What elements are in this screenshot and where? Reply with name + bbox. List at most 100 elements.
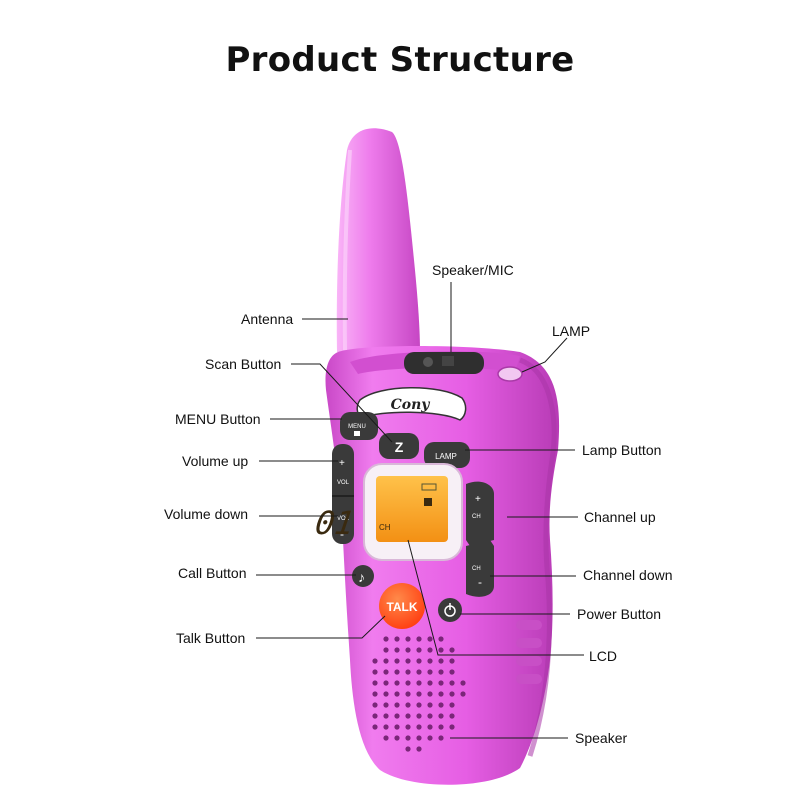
speaker-hole	[416, 658, 422, 664]
speaker-hole	[449, 647, 455, 653]
channel-up-symbol: +	[475, 494, 481, 505]
callout-lcd: LCD	[589, 648, 617, 664]
speaker-hole	[405, 691, 411, 697]
speaker-hole	[438, 702, 444, 708]
speaker-hole	[372, 669, 378, 675]
speaker-hole	[438, 724, 444, 730]
lamp-button[interactable]: LAMP	[424, 442, 470, 468]
speaker-hole	[383, 724, 389, 730]
speaker-hole	[405, 724, 411, 730]
speaker-hole	[449, 680, 455, 686]
speaker-hole	[427, 647, 433, 653]
speaker-hole	[438, 658, 444, 664]
speaker-hole	[405, 669, 411, 675]
channel-down-symbol: -	[478, 575, 482, 589]
speaker-hole	[449, 713, 455, 719]
lamp-button-label: LAMP	[435, 452, 457, 461]
callout-lamp: LAMP	[552, 323, 590, 339]
speaker-hole	[383, 658, 389, 664]
speaker-hole	[449, 691, 455, 697]
speaker-hole	[383, 713, 389, 719]
speaker-hole	[416, 647, 422, 653]
speaker-hole	[405, 746, 411, 752]
lcd-channel-prefix: CH	[379, 523, 391, 532]
channel-down-label: CH	[472, 566, 481, 572]
brand-logo: Cony	[391, 397, 431, 413]
speaker-hole	[427, 724, 433, 730]
call-button[interactable]: ♪	[352, 565, 374, 587]
callout-speaker: Speaker	[575, 730, 627, 746]
speaker-hole	[383, 636, 389, 642]
lcd-channel-number: 01	[313, 504, 357, 542]
speaker-hole	[427, 680, 433, 686]
power-button[interactable]	[438, 598, 462, 622]
speaker-hole	[427, 669, 433, 675]
music-note-icon: ♪	[358, 569, 365, 585]
talk-button[interactable]: TALK	[379, 583, 425, 629]
speaker-hole	[449, 669, 455, 675]
callout-lines	[256, 282, 584, 739]
speaker-hole	[427, 713, 433, 719]
speaker-hole	[427, 691, 433, 697]
speaker-hole	[449, 658, 455, 664]
speaker-hole	[372, 680, 378, 686]
speaker-hole	[372, 713, 378, 719]
speaker-hole	[416, 669, 422, 675]
speaker-hole	[383, 680, 389, 686]
scan-button[interactable]: Z	[379, 433, 419, 459]
antenna	[336, 128, 420, 352]
speaker-hole	[416, 746, 422, 752]
speaker-hole	[449, 702, 455, 708]
page-title: Product Structure	[225, 40, 575, 80]
callout-call-button: Call Button	[178, 565, 246, 581]
speaker-hole	[372, 658, 378, 664]
speaker-hole	[438, 691, 444, 697]
speaker-hole	[405, 713, 411, 719]
speaker-hole	[405, 735, 411, 741]
speaker-hole	[394, 680, 400, 686]
speaker-hole	[405, 647, 411, 653]
callout-speaker-mic: Speaker/MIC	[432, 262, 514, 278]
speaker-hole	[383, 691, 389, 697]
callout-antenna: Antenna	[241, 311, 293, 327]
menu-button[interactable]: MENU	[340, 412, 378, 440]
speaker-hole	[394, 724, 400, 730]
speaker-hole	[416, 735, 422, 741]
speaker-hole	[405, 658, 411, 664]
speaker-hole	[383, 647, 389, 653]
lcd	[376, 476, 448, 542]
channel-rocker[interactable]: + CH CH -	[466, 481, 494, 597]
speaker-hole	[438, 636, 444, 642]
callout-menu-button: MENU Button	[175, 411, 261, 427]
speaker-hole	[394, 691, 400, 697]
speaker-hole	[427, 735, 433, 741]
speaker-hole	[460, 691, 466, 697]
speaker-hole	[394, 658, 400, 664]
speaker-hole	[416, 713, 422, 719]
speaker-hole	[416, 680, 422, 686]
volume-up-label: VOL	[337, 480, 350, 486]
volume-down-label: VOL	[337, 516, 350, 522]
speaker-hole	[427, 636, 433, 642]
callout-scan-button: Scan Button	[205, 356, 281, 372]
speaker-hole	[394, 713, 400, 719]
speaker-hole	[438, 713, 444, 719]
talk-button-label: TALK	[386, 600, 417, 614]
speaker-hole	[449, 724, 455, 730]
speaker-hole	[438, 735, 444, 741]
speaker-hole	[438, 669, 444, 675]
volume-rocker[interactable]: + VOL VOL -	[332, 444, 354, 544]
speaker-hole	[438, 647, 444, 653]
speaker-hole	[438, 680, 444, 686]
lamp	[497, 366, 523, 382]
speaker-hole	[383, 702, 389, 708]
speaker-hole	[416, 724, 422, 730]
speaker-hole	[405, 702, 411, 708]
channel-up-label: CH	[472, 514, 481, 520]
speaker-hole	[394, 735, 400, 741]
speaker-hole	[383, 735, 389, 741]
callout-talk-button: Talk Button	[176, 630, 245, 646]
speaker-hole	[372, 724, 378, 730]
speaker-hole	[383, 669, 389, 675]
callout-lamp-button: Lamp Button	[582, 442, 661, 458]
